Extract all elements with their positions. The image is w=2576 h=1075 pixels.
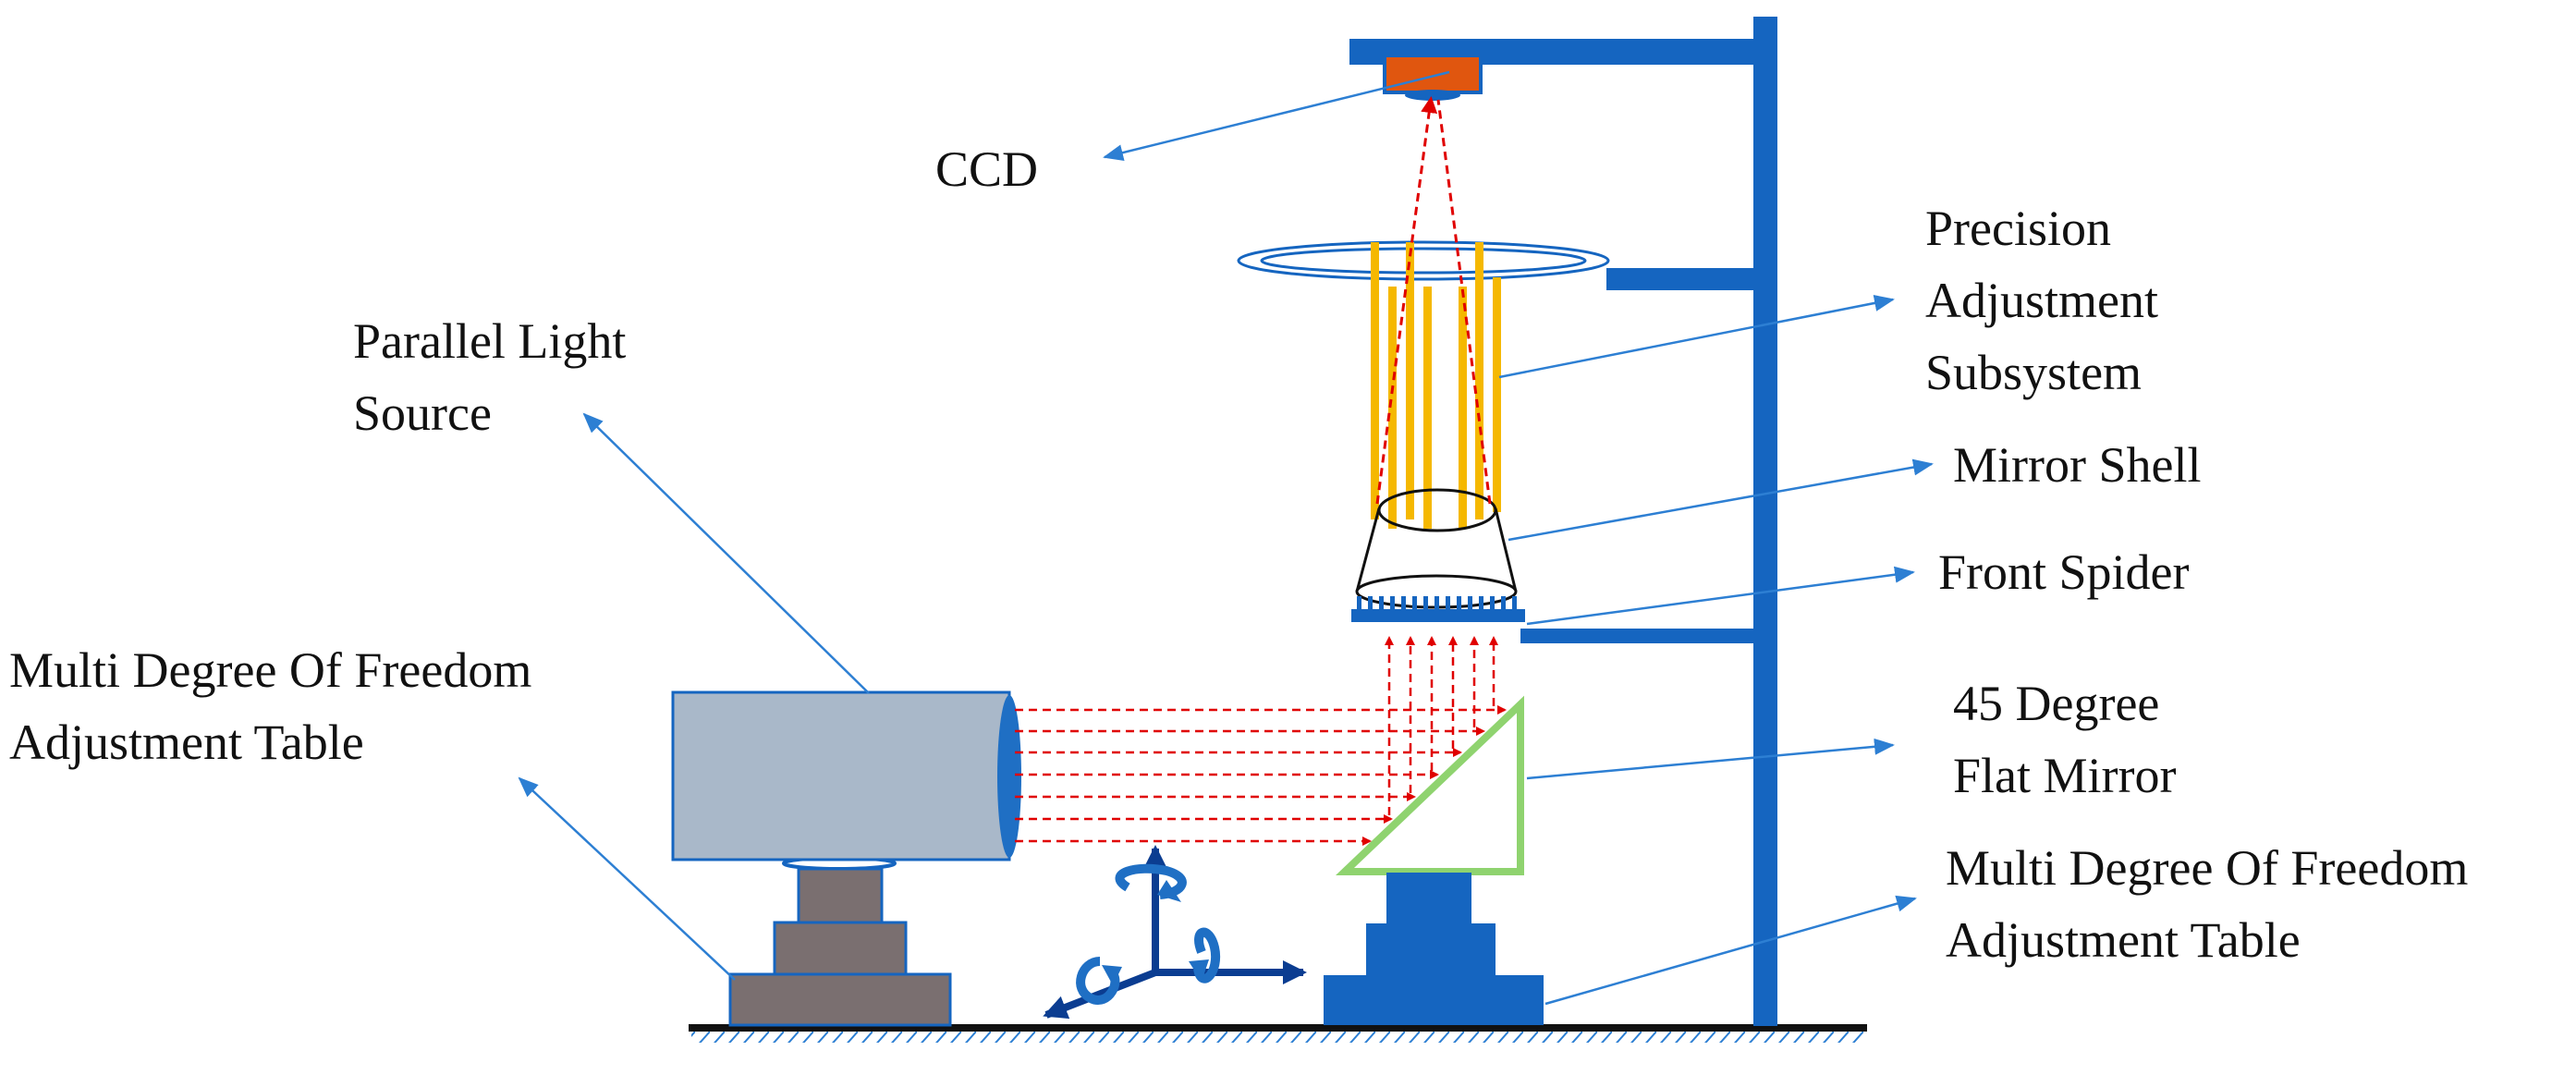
callout-light-source [582, 412, 870, 694]
callout-front-spider [1526, 566, 1915, 626]
left-stand-base [728, 972, 952, 1027]
rod [1459, 287, 1467, 529]
right-stand-middle [1366, 923, 1496, 975]
callout-left-table [518, 776, 736, 981]
label-light-source-line-1: Parallel Light [353, 313, 627, 369]
callout-mirror-shell [1508, 458, 1934, 542]
spider-tooth [1479, 596, 1483, 609]
spider-tooth [1501, 596, 1506, 609]
rotation-about-horizontal [1193, 927, 1221, 983]
label-light-source-line-2: Source [353, 385, 492, 441]
spider-tooth [1412, 596, 1417, 609]
precision-adjustment-subsystem [1237, 240, 1610, 529]
rod [1475, 242, 1483, 519]
spider-tooth [1490, 596, 1495, 609]
label-left-table-line-2: Adjustment Table [9, 715, 364, 770]
spider-tooth [1401, 596, 1406, 609]
adjustment-rods [1371, 242, 1501, 529]
callout-lines [518, 70, 1934, 1006]
beam-to-ccd-left [1375, 96, 1438, 505]
label-right-table-line-2: Adjustment Table [1946, 912, 2301, 968]
label-flat-mirror-line-1: 45 Degree [1953, 676, 2160, 731]
label-front-spider-text: Front Spider [1938, 544, 2190, 600]
label-ccd: CCD [935, 133, 1038, 205]
front-spider [1351, 596, 1525, 622]
spider-tooth [1390, 596, 1395, 609]
spider-tooth [1468, 596, 1472, 609]
label-ccd-text: CCD [935, 141, 1039, 197]
adjustment-ring-outer [1237, 240, 1610, 281]
spider-tooth [1435, 596, 1439, 609]
rod [1388, 287, 1397, 529]
label-right-table-line-1: Multi Degree Of Freedom [1946, 840, 2469, 896]
right-stand [1324, 873, 1544, 1025]
frame-column [1753, 17, 1777, 1026]
rod [1493, 277, 1501, 512]
label-parallel-light-source: Parallel Light Source [353, 305, 626, 449]
right-stand-base [1324, 975, 1544, 1025]
spider-tooth [1512, 596, 1517, 609]
label-precision-line-2: Adjustment [1925, 273, 2158, 328]
ground-line [689, 1024, 1867, 1032]
right-stand-top [1386, 873, 1471, 923]
label-flat-mirror-line-2: Flat Mirror [1953, 748, 2177, 803]
adjustment-ring-inner [1260, 247, 1587, 275]
ground [689, 1024, 1867, 1043]
rotation-about-vertical [1115, 863, 1187, 899]
ccd-camera [1383, 54, 1483, 101]
rod [1423, 287, 1432, 529]
label-mirror-shell: Mirror Shell [1953, 429, 2201, 501]
rotation-about-diagonal-head [1102, 965, 1122, 985]
label-mirror-shell-text: Mirror Shell [1953, 437, 2202, 493]
label-flat-mirror: 45 Degree Flat Mirror [1953, 667, 2176, 812]
spider-tooth [1379, 596, 1384, 609]
spider-tooth [1423, 596, 1428, 609]
callout-ccd [1103, 70, 1450, 161]
frame-middle-arm [1606, 268, 1754, 290]
label-precision-adjustment: Precision Adjustment Subsystem [1925, 192, 2158, 409]
axis-diagonal [1043, 969, 1157, 1020]
label-precision-line-3: Subsystem [1925, 345, 2143, 400]
flat-mirror-45 [1336, 695, 1524, 875]
left-stand [728, 856, 952, 1027]
ccd-lens [1405, 90, 1460, 101]
ccd-body [1383, 54, 1483, 94]
spider-tooth [1357, 596, 1361, 609]
spider-tooth [1368, 596, 1373, 609]
label-front-spider: Front Spider [1938, 536, 2190, 608]
spider-plate [1351, 609, 1525, 622]
spider-tooth [1446, 596, 1450, 609]
beam-to-ccd-right [1436, 99, 1492, 505]
label-left-table-line-1: Multi Degree Of Freedom [9, 642, 532, 698]
spider-tooth [1457, 596, 1461, 609]
rotation-about-horizontal-head [1189, 959, 1209, 982]
rod [1371, 242, 1379, 519]
callout-right-table [1544, 895, 1917, 1006]
light-source-lens [997, 695, 1021, 858]
rotation-about-vertical-head [1157, 880, 1181, 902]
parallel-light-source [671, 690, 1021, 861]
callout-flat-mirror [1526, 738, 1895, 780]
mirror-shell-sides [1355, 507, 1518, 592]
rotation-about-diagonal [1076, 957, 1120, 1005]
ground-hatch [691, 1030, 1867, 1043]
callout-precision [1498, 295, 1895, 379]
label-right-table: Multi Degree Of Freedom Adjustment Table [1946, 832, 2468, 976]
six-dof-axes-icon [1043, 845, 1307, 1020]
frame-lower-arm [1520, 629, 1754, 643]
light-beams [1015, 96, 1507, 846]
left-stand-middle [773, 921, 908, 976]
mirror-shell [1355, 488, 1518, 609]
light-source-body [671, 690, 1011, 861]
spider-teeth [1357, 596, 1517, 609]
rod [1406, 242, 1414, 519]
support-frame [1349, 17, 1777, 1026]
label-left-table: Multi Degree Of Freedom Adjustment Table [9, 634, 531, 778]
left-stand-top [797, 867, 884, 924]
label-precision-line-1: Precision [1925, 201, 2111, 256]
flat-mirror-prism [1336, 695, 1524, 875]
mirror-shell-top [1377, 488, 1497, 532]
